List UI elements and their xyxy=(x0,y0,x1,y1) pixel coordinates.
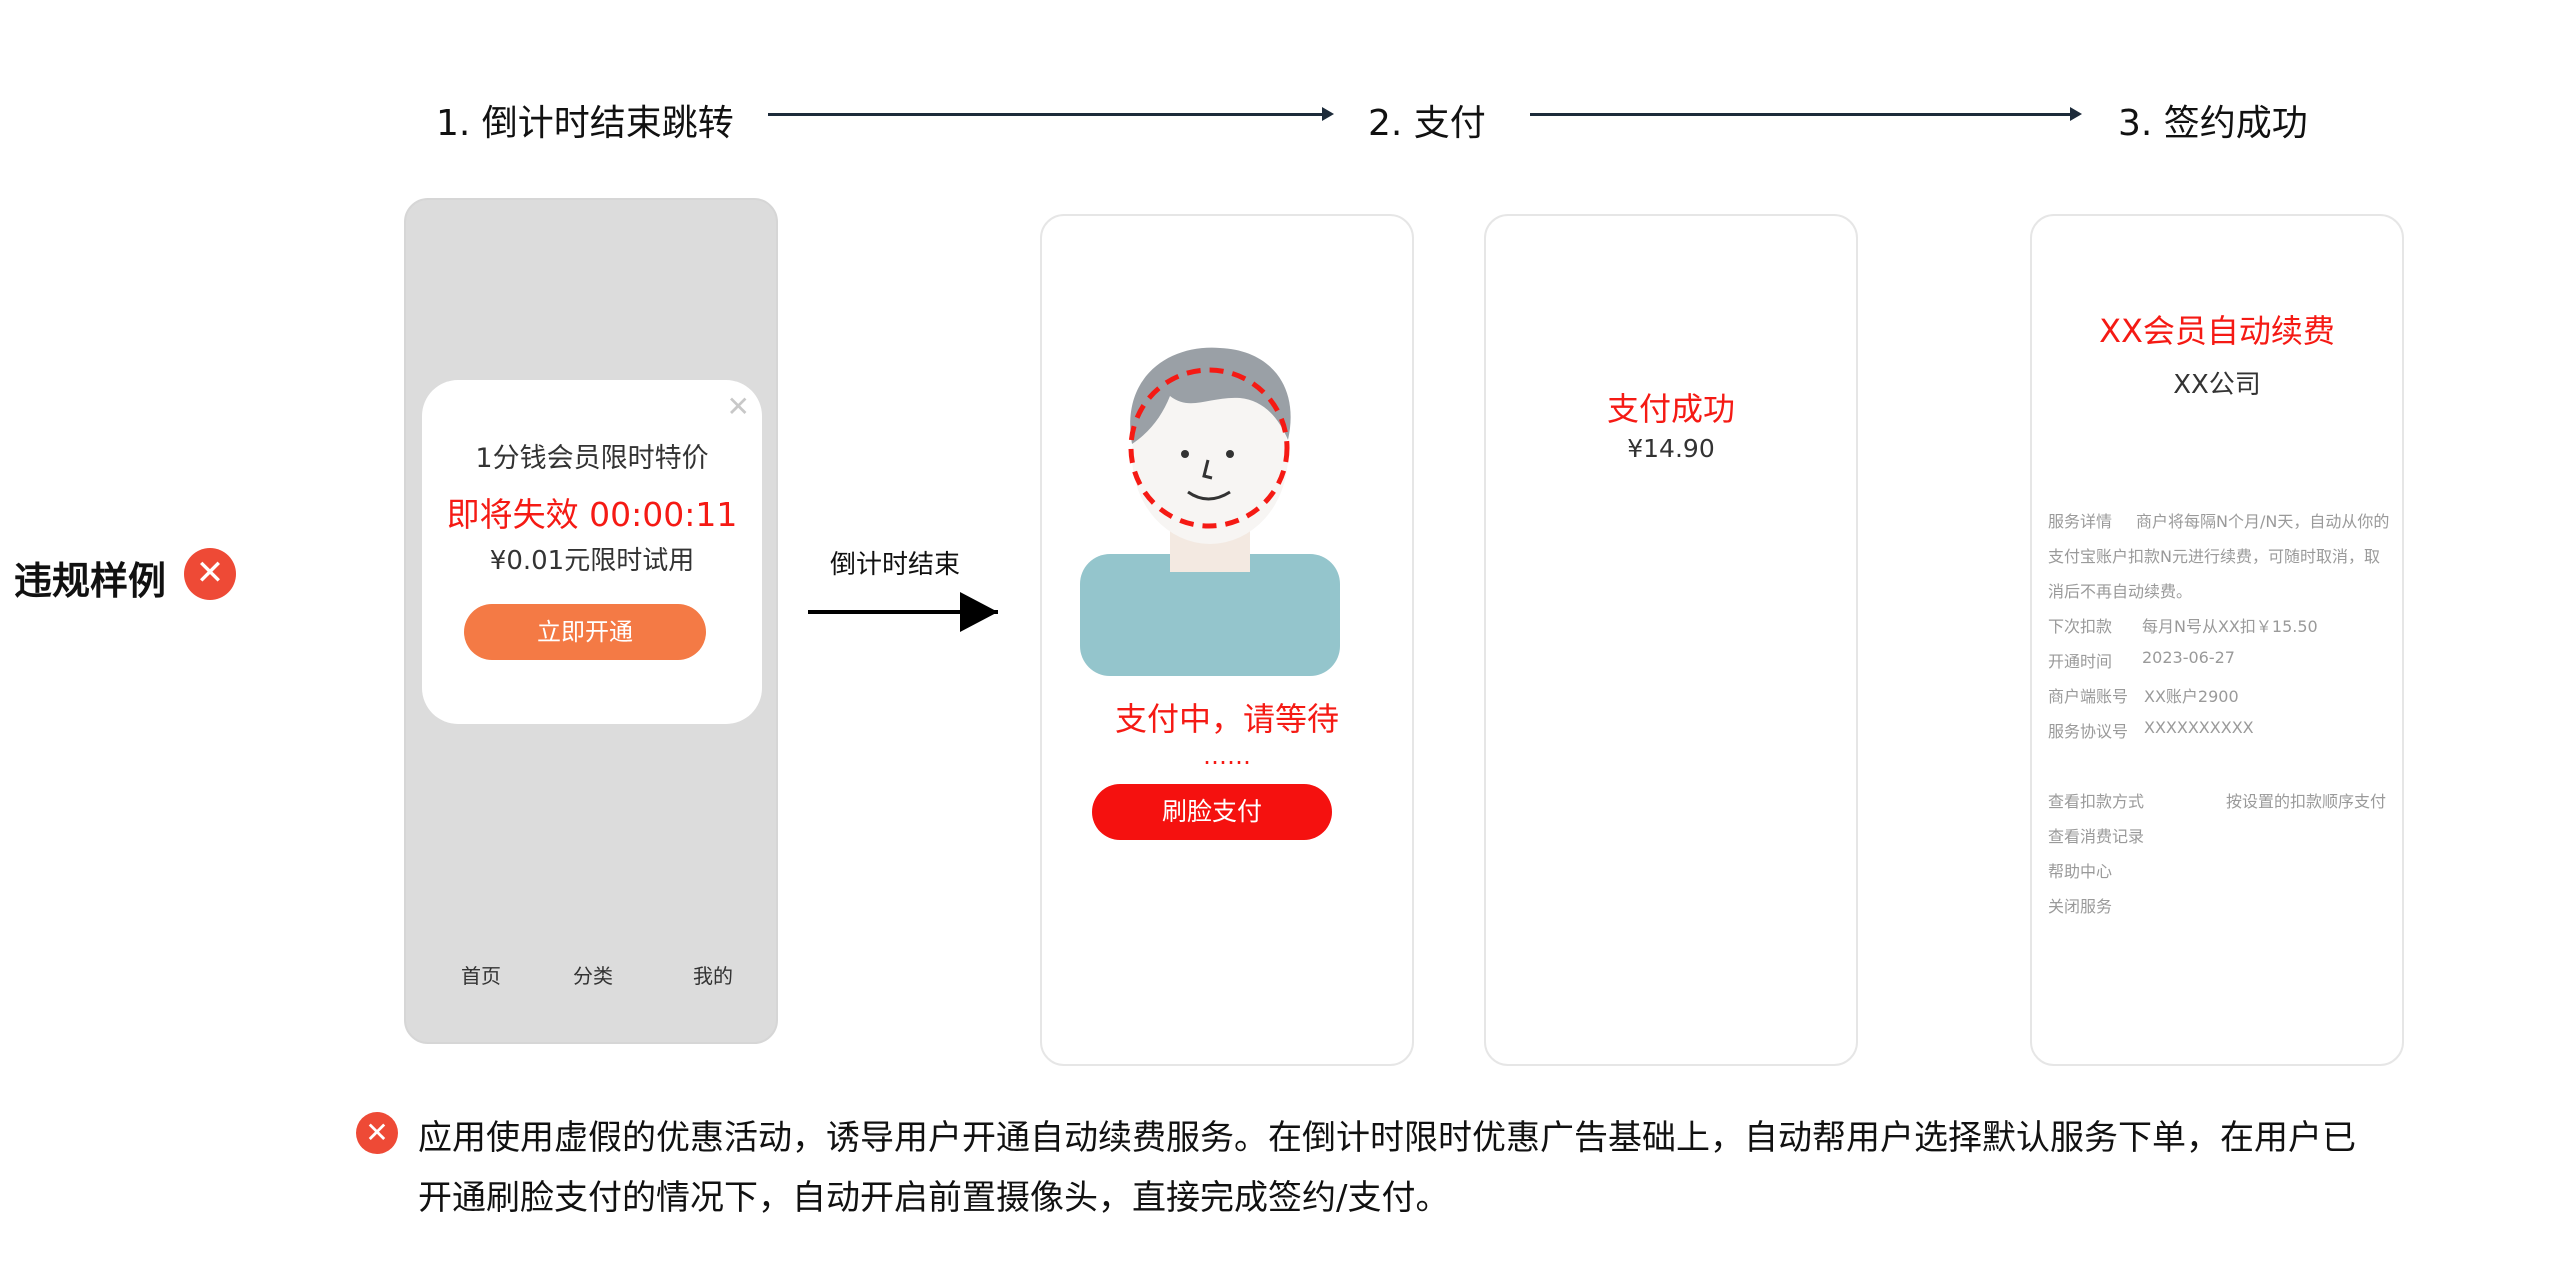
loading-dots: …… xyxy=(1203,742,1251,770)
step-1-title: 1. 倒计时结束跳转 xyxy=(436,103,734,144)
detail-value-agreement: XXXXXXXXXX xyxy=(2144,718,2254,737)
link-records[interactable]: 查看消费记录 xyxy=(2048,827,2145,846)
phone-screen-paid: 支付成功 ¥14.90 xyxy=(1484,214,1858,1066)
nav-category[interactable]: 分类 xyxy=(573,964,613,988)
detail-label-open: 开通时间 xyxy=(2048,652,2113,671)
link-help[interactable]: 帮助中心 xyxy=(2048,862,2113,881)
flow-arrow-1 xyxy=(768,107,1334,121)
transition-arrow-head xyxy=(960,592,998,632)
detail-label-agreement: 服务协议号 xyxy=(2048,722,2129,741)
nav-home[interactable]: 首页 xyxy=(461,964,501,988)
popup-title: 1分钱会员限时特价 xyxy=(475,443,709,474)
subscription-title: XX会员自动续费 xyxy=(2099,312,2335,350)
detail-value-service: 商户将每隔N个月/N天，自动从你的 xyxy=(2136,512,2390,531)
close-icon[interactable]: ✕ xyxy=(726,390,750,423)
company-name: XX公司 xyxy=(2173,370,2261,400)
detail-value-service-3: 消后不再自动续费。 xyxy=(2048,582,2193,601)
detail-label-service: 服务详情 xyxy=(2048,512,2113,531)
promo-popup: ✕ 1分钱会员限时特价 即将失效 00:00:11 ¥0.01元限时试用 立即开… xyxy=(422,380,762,724)
step-3-title: 3. 签约成功 xyxy=(2118,103,2308,144)
phone-screen-signed: XX会员自动续费 XX公司 服务详情 商户将每隔N个月/N天，自动从你的 支付宝… xyxy=(2030,214,2404,1066)
detail-label-account: 商户端账号 xyxy=(2048,687,2129,706)
transition-arrow xyxy=(808,610,998,614)
face-avatar-illustration xyxy=(1080,347,1340,676)
detail-value-account: XX账户2900 xyxy=(2144,687,2239,706)
paying-status: 支付中，请等待 xyxy=(1114,700,1339,738)
violation-label: 违规样例 xyxy=(14,559,167,603)
detail-value-next: 每月N号从XX扣￥15.50 xyxy=(2142,617,2318,636)
phone-screen-countdown: ✕ 1分钱会员限时特价 即将失效 00:00:11 ¥0.01元限时试用 立即开… xyxy=(404,198,778,1044)
detail-value-service-2: 支付宝账户扣款N元进行续费，可随时取消，取 xyxy=(2048,547,2380,566)
note-line-1: 应用使用虚假的优惠活动，诱导用户开通自动续费服务。在倒计时限时优惠广告基础上，自… xyxy=(418,1118,2356,1158)
countdown-text: 即将失效 00:00:11 xyxy=(446,495,738,534)
step-2-title: 2. 支付 xyxy=(1368,103,1486,144)
error-icon: ✕ xyxy=(184,548,236,600)
flow-arrow-2 xyxy=(1530,107,2082,121)
pay-amount: ¥14.90 xyxy=(1627,434,1715,463)
detail-label-next: 下次扣款 xyxy=(2048,617,2113,636)
link-close-service[interactable]: 关闭服务 xyxy=(2048,897,2113,916)
pay-success-title: 支付成功 xyxy=(1606,390,1735,428)
note-error-icon: ✕ xyxy=(356,1112,398,1154)
link-payment-method-value: 按设置的扣款顺序支付 xyxy=(2226,792,2387,811)
face-pay-button[interactable]: 刷脸支付 xyxy=(1092,784,1332,840)
nav-mine[interactable]: 我的 xyxy=(693,964,733,988)
arrow-label: 倒计时结束 xyxy=(830,550,961,580)
open-now-button[interactable]: 立即开通 xyxy=(464,604,706,660)
price-text: ¥0.01元限时试用 xyxy=(489,546,695,576)
detail-value-open: 2023-06-27 xyxy=(2142,648,2235,667)
phone-screen-paying: 支付中，请等待 …… 刷脸支付 xyxy=(1040,214,1414,1066)
note-line-2: 开通刷脸支付的情况下，自动开启前置摄像头，直接完成签约/支付。 xyxy=(418,1178,1450,1218)
link-payment-method[interactable]: 查看扣款方式 xyxy=(2048,792,2145,811)
